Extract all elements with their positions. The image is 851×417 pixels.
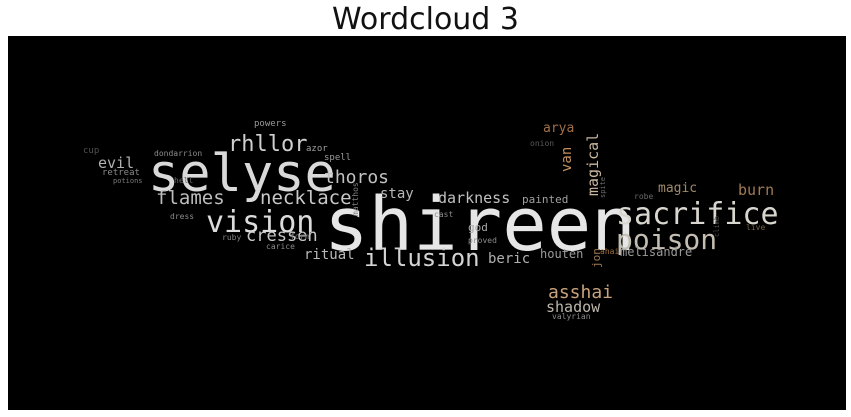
word-spell: spell (324, 153, 352, 163)
word-shadow: shadow (546, 298, 601, 316)
word-spite: spite (599, 176, 607, 198)
word-flames: flames (156, 187, 225, 209)
word-cup: cup (83, 146, 100, 156)
word-potions: potions (113, 177, 143, 185)
word-ahai: ahai (600, 247, 620, 256)
word-cast: cast (434, 210, 454, 219)
wordcloud-canvas: shireen selyse sacrifice poison vision i… (8, 36, 846, 410)
word-arya: arya (543, 121, 575, 136)
word-retreat: retreat (102, 168, 140, 178)
word-darkness: darkness (438, 189, 511, 207)
word-matthos: matthos (351, 182, 360, 216)
word-houten: houten (540, 247, 584, 261)
word-carice: carice (266, 242, 295, 251)
word-climb: climb (713, 215, 721, 237)
word-ritual: ritual (304, 247, 355, 263)
word-vision: vision (206, 205, 315, 240)
word-dress: dress (170, 212, 195, 221)
word-asshai: asshai (548, 282, 614, 303)
word-evil: evil (98, 154, 135, 172)
word-dondarrion: dondarrion (154, 149, 203, 158)
word-cressen: cressen (246, 226, 318, 246)
word-stay: stay (380, 186, 414, 202)
word-robe: robe (634, 192, 654, 201)
word-necklace: necklace (260, 187, 352, 209)
word-rhllor: rhllor (228, 132, 308, 157)
word-hell: hell (174, 176, 194, 185)
word-selyse: selyse (148, 144, 336, 204)
word-burn: burn (738, 181, 775, 199)
word-painted: painted (522, 193, 569, 206)
word-proved: proved (468, 236, 497, 245)
word-powers: powers (254, 119, 287, 129)
word-van: van (559, 146, 575, 172)
chart-title: Wordcloud 3 (332, 2, 519, 37)
word-thoros: thoros (324, 167, 390, 188)
word-onion: onion (530, 139, 555, 148)
word-magic: magic (658, 181, 698, 196)
word-beric: beric (488, 251, 531, 267)
word-azor: azor (306, 144, 328, 154)
word-poison: poison (616, 223, 718, 256)
word-live: live (746, 223, 766, 232)
word-form: form (290, 232, 310, 241)
word-ruby: ruby (222, 233, 242, 242)
word-valyrian: valyrian (552, 312, 591, 321)
word-melisandre: melisandre (620, 245, 693, 259)
word-illusion: illusion (364, 244, 480, 272)
word-god: god (468, 221, 488, 234)
word-shireen: shireen (324, 182, 636, 268)
word-sacrifice: sacrifice (616, 197, 779, 232)
